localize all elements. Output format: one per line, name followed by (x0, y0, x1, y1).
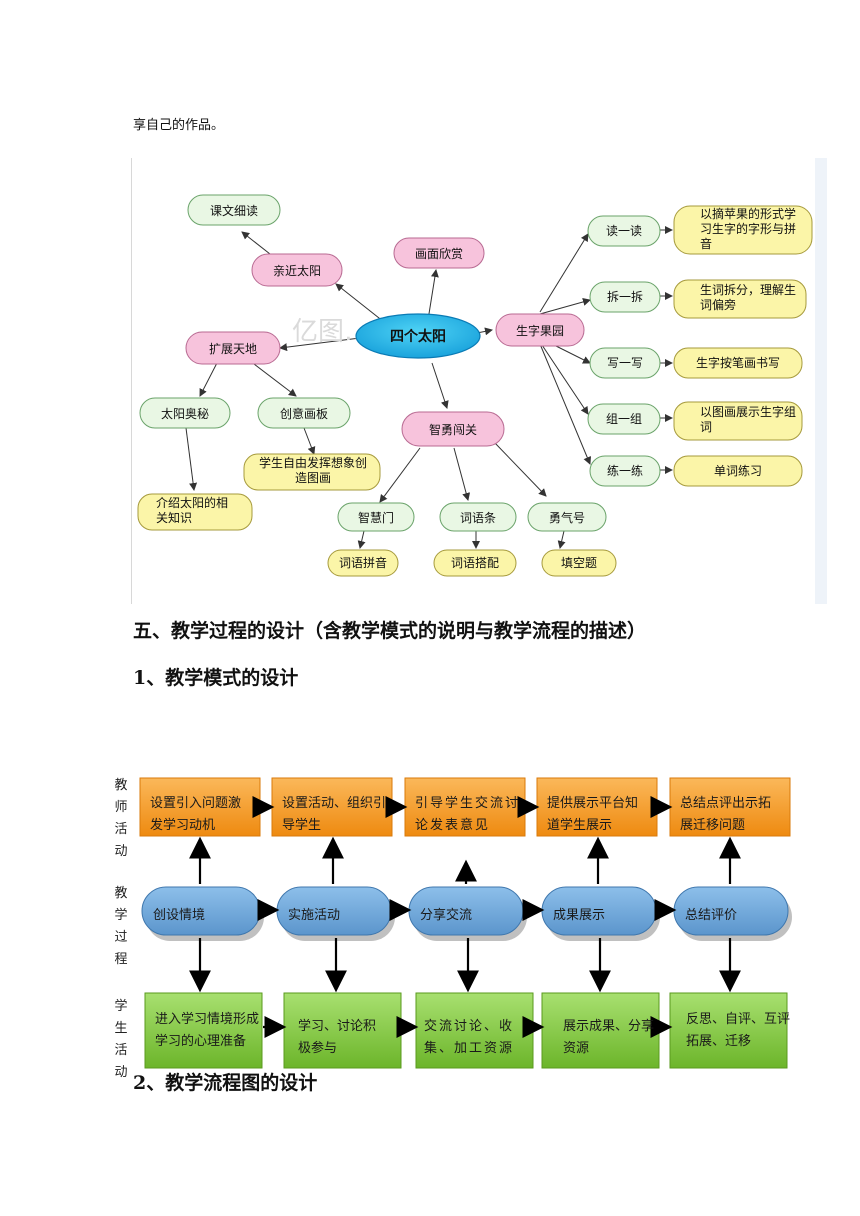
mm-label-ciyutiao: 词语条 (460, 511, 496, 525)
teacher-text: 引导学生交流讨论发表意见 (415, 796, 521, 833)
mm-node-ciyutiao (439, 502, 517, 532)
mm-label-pinyin: 词语拼音 (339, 555, 387, 570)
mm-label-yongqi: 勇气号 (549, 510, 585, 525)
section-5-title: 五、教学过程的设计（含教学模式的说明与教学流程的描述） (133, 620, 647, 642)
mm-label-taiyang-aomi: 太阳奥秘 (161, 406, 209, 421)
teacher-text: 总结点评出示拓展迁移问题 (680, 796, 772, 833)
mm-label-chuangyi: 创意画板 (280, 406, 328, 421)
process-text: 分享交流 (420, 908, 473, 923)
intro-text: 享自己的作品。 (133, 118, 225, 133)
mm-center-label: 四个太阳 (390, 328, 446, 345)
teacher-text: 设置活动、组织引导学生 (282, 796, 387, 833)
mm-node-tiankong (541, 549, 617, 577)
mm-node-xie (589, 347, 661, 379)
student-box (415, 992, 534, 1069)
student-text: 反思、自评、互评拓展、迁移 (686, 1012, 791, 1049)
mm-label-lian: 练一练 (607, 463, 643, 478)
mm-node-yongqi (527, 502, 607, 532)
mm-label-kewen: 课文细读 (210, 203, 258, 218)
mm-label-shengzi: 生字果园 (516, 323, 564, 338)
mm-node-pinyin (327, 549, 399, 577)
mm-node-qinjin (251, 253, 343, 287)
mm-label-qinjin: 亲近太阳 (273, 263, 321, 278)
mm-center-node (355, 313, 481, 359)
frame-edge (815, 158, 827, 604)
mm-node-huamian (393, 237, 485, 269)
mm-label-huamian: 画面欣赏 (415, 247, 463, 261)
mm-node-taiyang-aomi (139, 397, 231, 429)
mindmap-figure: 亿图……册！ 四个太阳 (131, 158, 827, 604)
mm-node-lian-desc (673, 455, 803, 487)
teacher-box (669, 777, 791, 837)
mm-node-dapei (433, 549, 517, 577)
mm-label-du: 读一读 (606, 224, 642, 238)
student-row (144, 992, 788, 1069)
mm-node-kewen (187, 194, 281, 226)
mm-label-zhiyong: 智勇闯关 (429, 422, 477, 437)
student-box (541, 992, 660, 1069)
mm-node-du (587, 215, 661, 247)
mm-node-du-desc (673, 205, 813, 255)
mm-label-tiankong: 填空题 (561, 556, 597, 570)
teacher-box (271, 777, 393, 837)
mm-label-dapei: 词语搭配 (451, 556, 499, 570)
mm-label-zu-desc: 以图画展示生字组词 (700, 405, 797, 434)
mm-label-du-desc: 以摘苹果的形式学习生字的字形与拼音 (700, 207, 797, 251)
mm-label-xuesheng-ziyou: 学生自由发挥想象创造图画 (258, 456, 367, 485)
section-5-2-title: 2、教学流程图的设计 (133, 1072, 318, 1094)
student-text: 交流讨论、收集、加工资源 (424, 1019, 515, 1056)
student-box (669, 992, 788, 1069)
mm-label-zu: 组一组 (606, 412, 642, 426)
flow-arrows (189, 796, 741, 1038)
teacher-box (404, 777, 526, 837)
mm-label-xie-desc: 生字按笔画书写 (696, 355, 780, 370)
row-label-teacher: 教师活动 (114, 778, 128, 859)
mm-node-lian (589, 455, 661, 487)
teacher-row (139, 777, 791, 837)
mindmap-svg: 亿图……册！ 四个太阳 (137, 194, 813, 577)
teacher-text: 设置引入问题激发学习动机 (150, 796, 242, 833)
row-label-process: 教学过程 (114, 886, 128, 967)
student-text: 展示成果、分享资源 (563, 1019, 655, 1056)
mm-node-shengzi (495, 313, 585, 347)
mm-node-zhihui (337, 502, 415, 532)
mm-node-xie-desc (673, 347, 803, 379)
student-text: 学习、讨论积极参与 (298, 1019, 377, 1056)
process-row (141, 886, 792, 941)
teacher-box (139, 777, 261, 837)
row-label-student: 学生活动 (114, 999, 128, 1080)
mm-node-chai (589, 281, 661, 313)
mm-node-zhiyong (401, 411, 505, 447)
mm-node-jieshao (137, 493, 253, 531)
mm-label-chai: 拆一拆 (607, 289, 643, 304)
teacher-box (536, 777, 658, 837)
mm-label-jieshao: 介绍太阳的相关知识 (156, 496, 229, 525)
mm-node-chai-desc (673, 279, 807, 319)
mm-node-zu-desc (673, 401, 803, 441)
section-5-1-title: 1、教学模式的设计 (133, 667, 299, 689)
mm-label-chai-desc: 生词拆分，理解生词偏旁 (700, 283, 797, 312)
student-box (283, 992, 402, 1069)
mm-node-chuangyi (257, 397, 351, 429)
teacher-text: 提供展示平台知道学生展示 (547, 796, 639, 833)
process-text: 总结评价 (685, 908, 738, 923)
mm-label-xie: 写一写 (607, 356, 643, 370)
mm-label-lian-desc: 单词练习 (714, 463, 762, 478)
mm-label-zhihui: 智慧门 (358, 510, 394, 525)
process-text: 成果展示 (553, 908, 606, 923)
mm-node-kuozhan (185, 331, 281, 365)
mm-node-xuesheng-ziyou (243, 453, 381, 491)
student-box (144, 992, 263, 1069)
student-text: 进入学习情境形成学习的心理准备 (155, 1012, 260, 1049)
mm-label-kuozhan: 扩展天地 (209, 342, 257, 356)
process-text: 创设情境 (153, 908, 206, 923)
mm-node-zu (587, 403, 661, 435)
process-text: 实施活动 (288, 908, 341, 923)
